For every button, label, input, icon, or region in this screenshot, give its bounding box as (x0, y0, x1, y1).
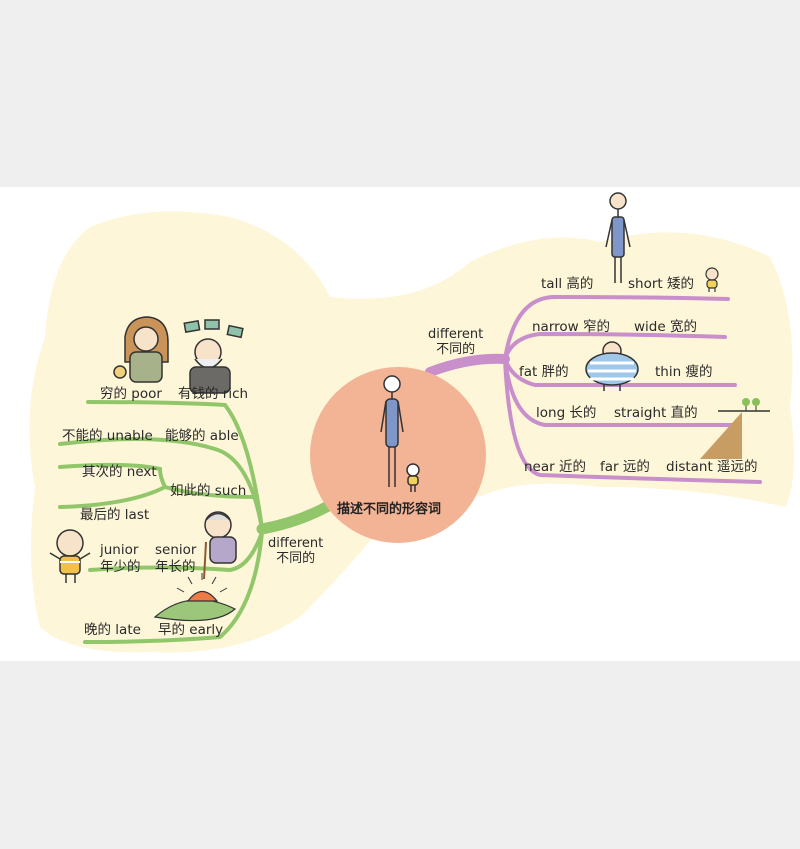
label-junior-zh: 年少的 (100, 559, 141, 575)
label-next: 其次的 next (82, 464, 157, 480)
label-far: far 远的 (600, 459, 650, 475)
label-long: long 长的 (536, 405, 597, 421)
label-fat: fat 胖的 (519, 364, 569, 380)
sunrise-icon (153, 573, 237, 622)
label-wide: wide 宽的 (634, 319, 697, 335)
label-early: 早的 early (158, 622, 224, 638)
label-such: 如此的 such (170, 483, 247, 499)
right-hub: different 不同的 (428, 327, 483, 357)
label-last: 最后的 last (80, 507, 150, 523)
left-hub: different 不同的 (268, 536, 323, 566)
center-circle (310, 367, 486, 543)
left-hub-en: different (268, 536, 324, 551)
label-unable: 不能的 unable (62, 428, 153, 444)
label-tall: tall 高的 (541, 276, 594, 292)
label-near: near 近的 (524, 459, 586, 475)
mind-map-canvas: 描述不同的形容词 different 不同的 tall 高的 short 矮的 … (0, 187, 800, 661)
label-narrow: narrow 窄的 (532, 319, 610, 335)
left-hub-zh: 不同的 (276, 551, 316, 566)
label-late: 晚的 late (84, 622, 141, 638)
boy-icon (49, 529, 91, 583)
short-child-icon (705, 267, 719, 292)
right-branches (425, 294, 762, 484)
label-junior: junior (100, 542, 139, 558)
tall-person-icon (605, 192, 631, 283)
fat-man-icon (585, 341, 639, 391)
label-senior: senior (155, 542, 197, 558)
label-short: short 矮的 (628, 276, 694, 292)
label-straight: straight 直的 (614, 405, 698, 421)
right-hub-en: different (428, 327, 484, 342)
center-title: 描述不同的形容词 (337, 502, 442, 517)
left-branches (58, 400, 336, 644)
mind-map-graphics (29, 192, 794, 653)
label-poor: 穷的 poor (100, 386, 162, 402)
right-hub-zh: 不同的 (436, 342, 476, 357)
old-man-icon (203, 511, 237, 580)
label-rich: 有钱的 rich (178, 386, 249, 402)
label-able: 能够的 able (165, 428, 239, 444)
center-figures-icon (380, 375, 420, 492)
label-distant: distant 遥远的 (666, 459, 758, 475)
poor-woman-icon (113, 316, 169, 383)
label-senior-zh: 年长的 (155, 559, 196, 575)
slope-trees-icon (700, 398, 770, 459)
rich-man-icon (183, 319, 244, 394)
label-thin: thin 瘦的 (655, 364, 713, 380)
